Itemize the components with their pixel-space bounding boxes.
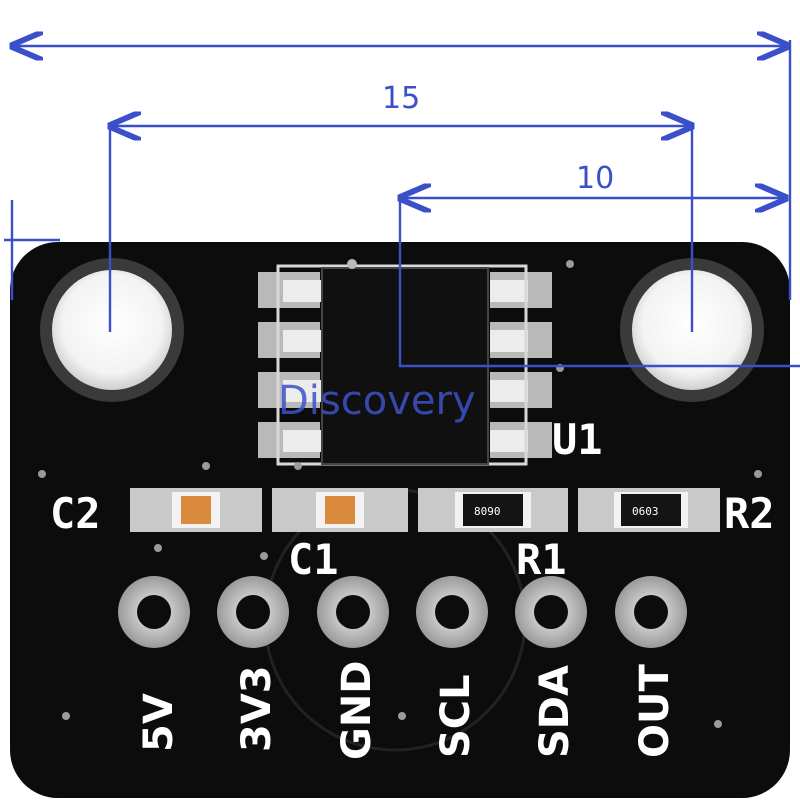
pin-sda <box>515 576 587 648</box>
ic-pads-left <box>258 272 321 458</box>
label-c2: C2 <box>50 489 101 538</box>
header-pins <box>118 576 687 648</box>
pin-gnd <box>317 576 389 648</box>
dimension-label-10: 10 <box>576 161 614 196</box>
ic-pads-right <box>490 272 552 458</box>
dimension-label-15: 15 <box>382 81 420 116</box>
pin-label-scl: SCL <box>433 674 479 758</box>
watermark-text: Discovery <box>278 378 476 424</box>
pin-label-gnd: GND <box>334 660 380 760</box>
pin-scl <box>416 576 488 648</box>
pin-label-5v: 5V <box>136 693 182 752</box>
capacitor-c1 <box>272 488 408 532</box>
label-r2: R2 <box>724 489 775 538</box>
capacitor-c2 <box>130 488 262 532</box>
pin-out <box>615 576 687 648</box>
marking-r1: 8090 <box>474 505 501 518</box>
pin-label-3v3: 3V3 <box>234 665 280 752</box>
dimension-overall <box>4 40 792 300</box>
pin-3v3 <box>217 576 289 648</box>
dimension-15 <box>110 126 692 332</box>
label-r1: R1 <box>516 535 567 584</box>
passive-row <box>130 488 720 532</box>
pin-label-sda: SDA <box>532 665 578 758</box>
label-c1: C1 <box>288 535 339 584</box>
pin-label-out: OUT <box>632 664 678 758</box>
marking-r2: 0603 <box>632 505 659 518</box>
label-u1: U1 <box>552 415 603 464</box>
dimension-10 <box>400 198 800 368</box>
resistor-r1 <box>418 488 568 532</box>
mounting-hole-left <box>40 258 184 402</box>
pin-5v <box>118 576 190 648</box>
resistor-r2 <box>578 488 720 532</box>
